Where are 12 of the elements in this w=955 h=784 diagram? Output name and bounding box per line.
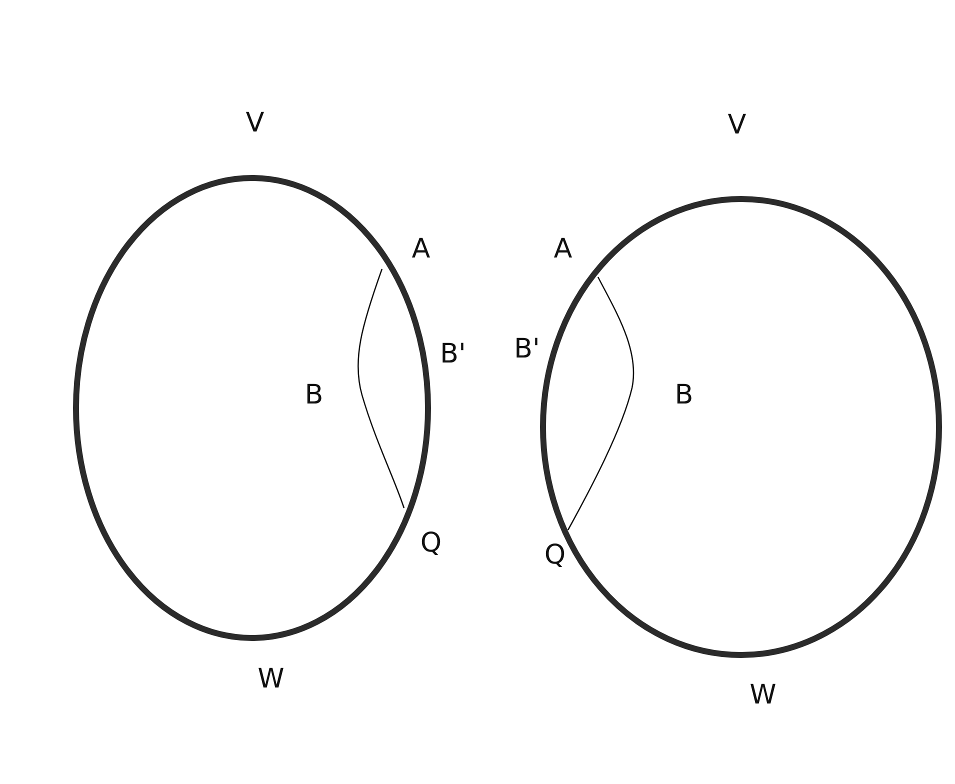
point-label: A (554, 236, 572, 262)
point-label: W (750, 682, 776, 708)
point-label: A (412, 236, 430, 262)
point-label: B' (514, 336, 540, 362)
point-label: Q (420, 530, 442, 556)
point-label: V (728, 112, 746, 138)
point-label: B (304, 382, 324, 408)
point-label: B (674, 382, 694, 408)
point-label: W (258, 666, 284, 692)
point-label: V (246, 110, 264, 136)
point-label: Q (544, 542, 566, 568)
point-label: B' (440, 340, 466, 368)
